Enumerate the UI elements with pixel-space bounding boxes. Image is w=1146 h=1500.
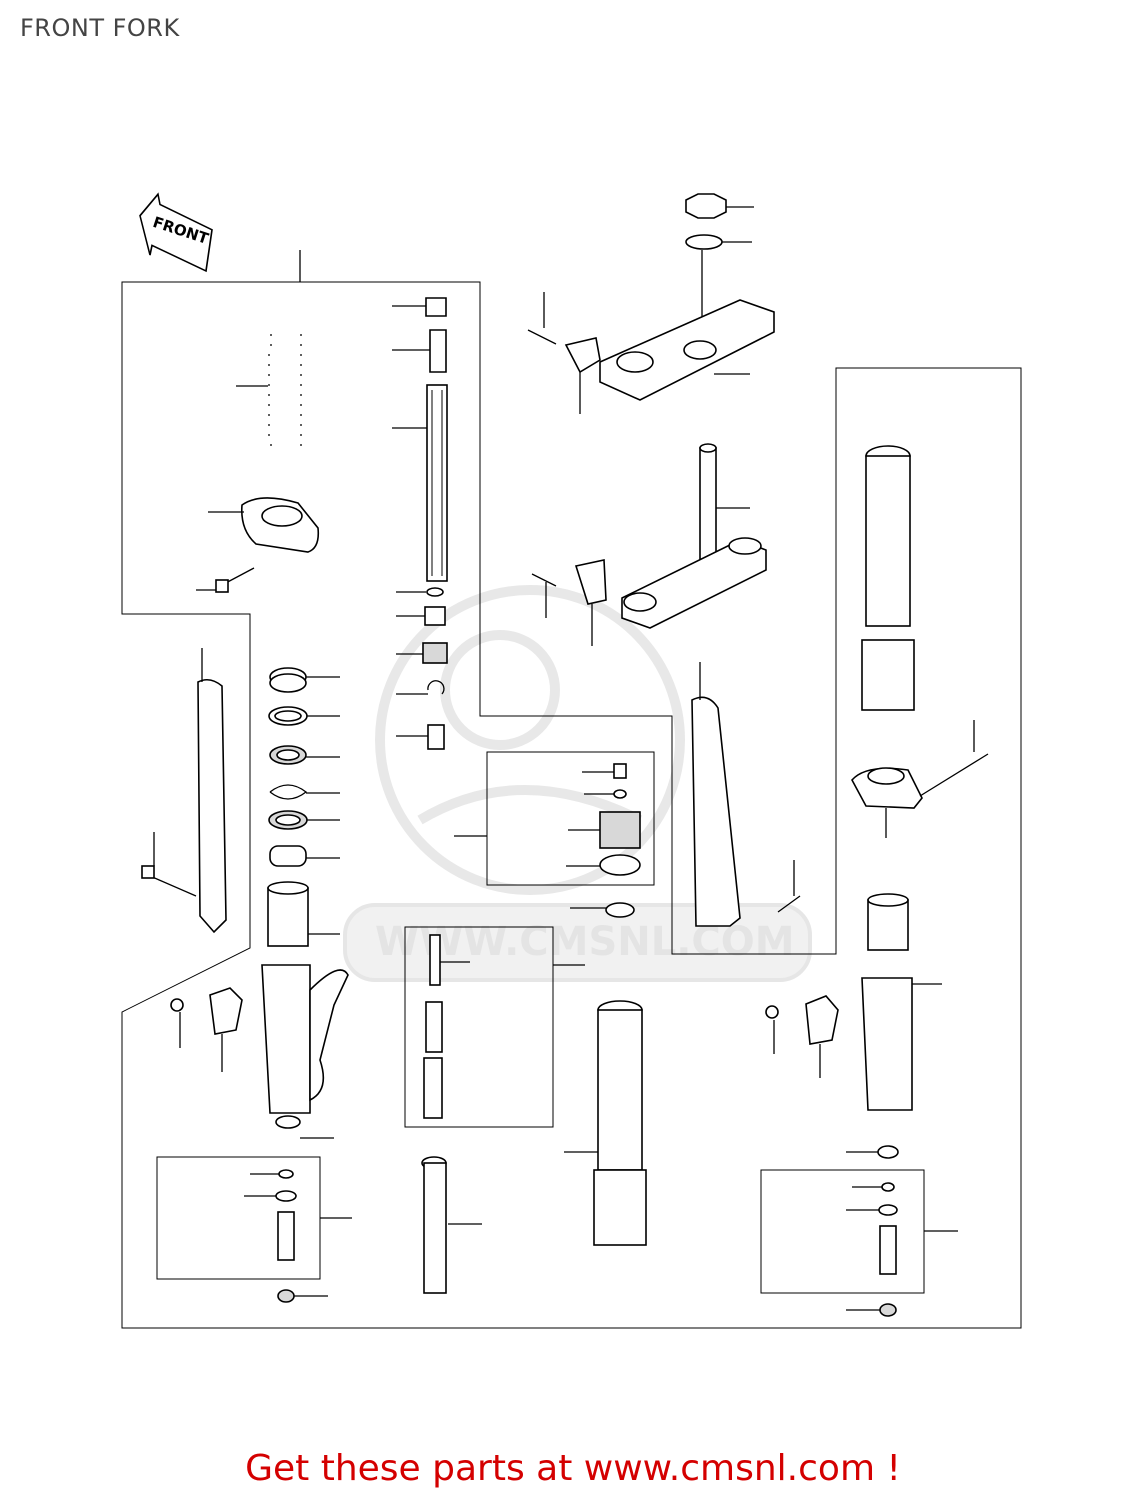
right-bottom-valve-subframe (760, 1169, 958, 1317)
fork-clamp-upper-left (196, 497, 320, 593)
seal-ring-stack (268, 667, 340, 867)
fork-clamp-right (851, 720, 989, 838)
inner-tube-right (861, 445, 915, 711)
right-fork-leg-lower (765, 893, 942, 1159)
page-title: FRONT FORK (20, 14, 180, 42)
fork-cap-subframe (454, 751, 655, 918)
front-direction-arrow: FRONT (139, 192, 213, 273)
left-fork-leg-lower (261, 881, 349, 1139)
steering-stem-lower-clamp (531, 443, 767, 646)
watermark: WWW.CMSNL.COM (343, 585, 812, 982)
fork-guard-left (141, 648, 227, 934)
upper-triple-clamp (527, 193, 775, 414)
footer-link-text[interactable]: Get these parts at www.cmsnl.com ! (245, 1448, 901, 1489)
left-bottom-valve-subframe (156, 1156, 352, 1303)
axle-clamp-left (170, 987, 243, 1072)
inner-tube-center (564, 1000, 647, 1246)
center-bottom-tube (421, 1156, 482, 1294)
left-fork-assembly-frame (121, 250, 1022, 1329)
damper-cartridge-subframe (404, 926, 585, 1128)
damper-rod-parts (392, 297, 448, 750)
fork-guard-right (691, 662, 801, 927)
fork-spring (236, 333, 302, 447)
